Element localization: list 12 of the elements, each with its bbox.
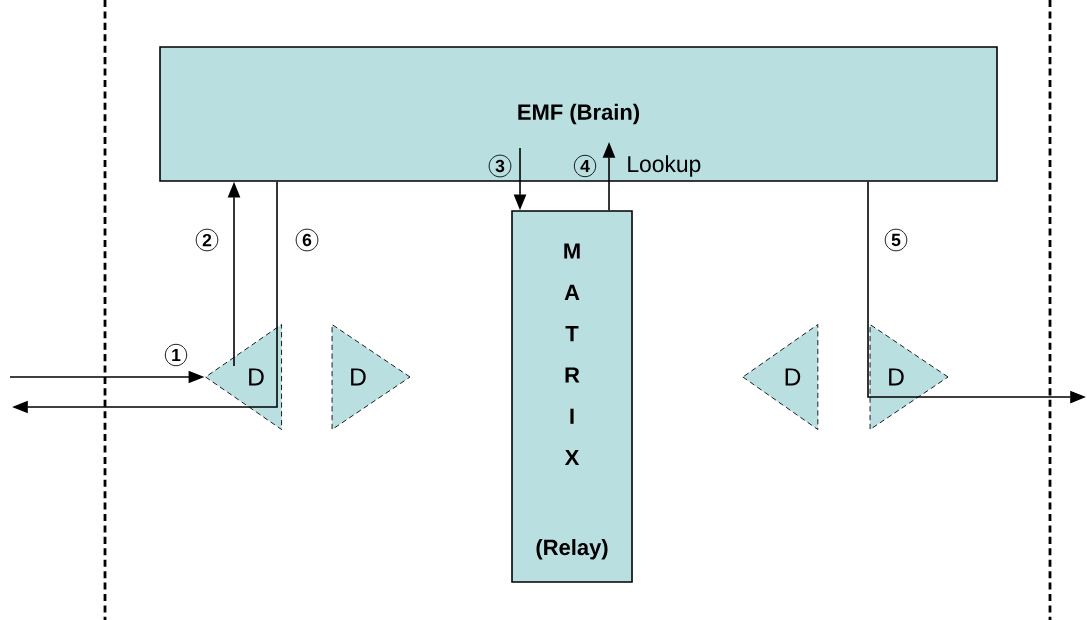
- edge-label: 5: [884, 228, 908, 252]
- triangle: D: [205, 324, 282, 430]
- edge-label: 4: [573, 154, 597, 178]
- text-label: Lookup: [628, 155, 701, 177]
- process-box: M A T R I X (Relay): [511, 210, 633, 583]
- edge-label: 1: [164, 343, 188, 367]
- edge-label: 6: [295, 228, 319, 252]
- triangle: D: [331, 324, 411, 430]
- edge-label: 3: [488, 154, 512, 178]
- edge-label: 2: [195, 228, 219, 252]
- triangle: D: [742, 324, 819, 430]
- triangle: D: [869, 324, 949, 430]
